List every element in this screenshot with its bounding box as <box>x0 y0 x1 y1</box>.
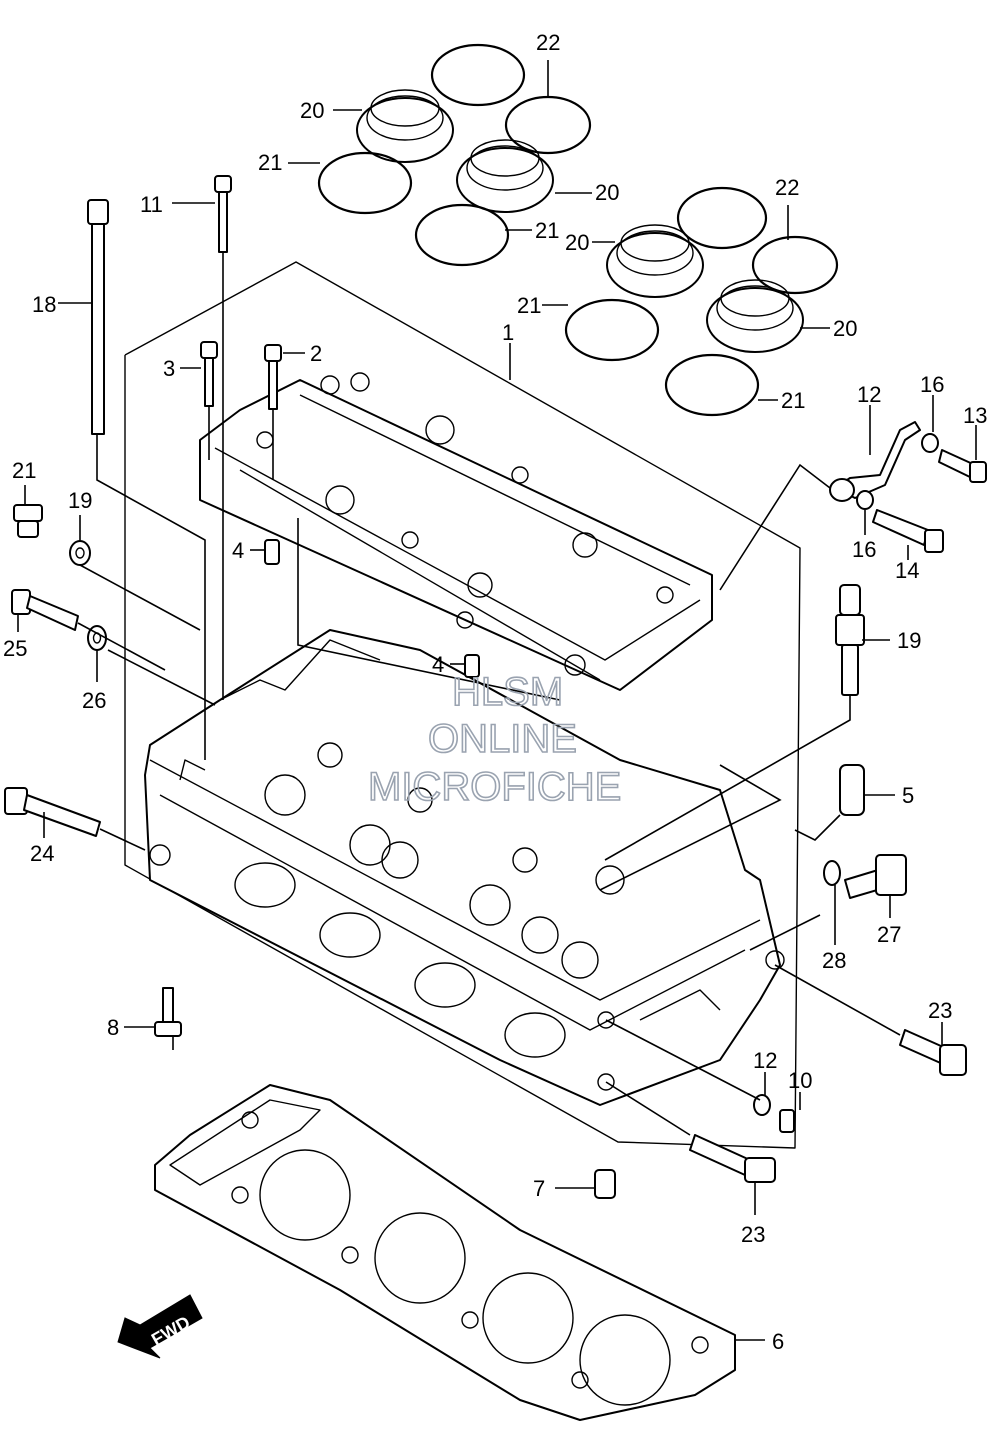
intake-boot-lower-right <box>706 279 804 353</box>
cam-housing <box>199 372 713 691</box>
intake-boot-lower-left <box>606 224 704 298</box>
spark-plug-19 <box>835 584 865 696</box>
callout-7: 7 <box>533 1176 545 1201</box>
callout-15: 14 <box>895 558 919 583</box>
callout-16-a: 16 <box>920 372 944 397</box>
dowel-pin-7 <box>594 1169 616 1199</box>
leader-lines <box>17 60 977 1341</box>
callout-14: 13 <box>963 403 987 428</box>
callout-5: 5 <box>902 783 914 808</box>
callout-21-a: 21 <box>258 150 282 175</box>
long-head-bolt-9 <box>87 199 109 435</box>
callout-19: 19 <box>897 628 921 653</box>
callout-24: 24 <box>30 841 54 866</box>
cylinder-head <box>144 629 785 1106</box>
bolt-10 <box>779 1109 795 1133</box>
pipe-13 <box>829 421 921 502</box>
bolt-23-lower <box>689 1134 776 1183</box>
callout-labels: 22 20 21 20 22 11 21 20 18 21 20 1 2 3 1… <box>3 30 987 1354</box>
callout-9: 18 <box>32 292 56 317</box>
head-gasket <box>154 1084 736 1421</box>
bolt-23-right <box>899 1029 967 1076</box>
callout-3: 3 <box>163 356 175 381</box>
callout-22-top: 22 <box>536 30 560 55</box>
callout-8: 8 <box>107 1015 119 1040</box>
washer-12 <box>753 1094 771 1116</box>
bolt-11 <box>214 175 232 253</box>
bolt-14 <box>938 449 987 483</box>
callout-17: 21 <box>12 458 36 483</box>
callout-11: 11 <box>140 192 163 217</box>
callout-21-d: 21 <box>781 388 805 413</box>
assembly-frame <box>124 261 801 1149</box>
clamps <box>317 43 839 417</box>
callout-26: 26 <box>82 688 106 713</box>
callout-28: 28 <box>822 948 846 973</box>
washer-16b <box>856 490 874 510</box>
bolt-24 <box>4 787 101 837</box>
watermark: HLSM ONLINE MICROFICHE <box>367 669 622 810</box>
washer-16a <box>921 433 939 453</box>
callout-4-b: 4 <box>432 652 444 677</box>
callout-10: 10 <box>788 1068 812 1093</box>
watermark-line-1: HLSM <box>452 670 563 714</box>
callout-21-b: 21 <box>535 218 559 243</box>
fwd-arrow-icon <box>117 1294 203 1359</box>
callout-6: 6 <box>772 1329 784 1354</box>
plug-17 <box>13 504 43 538</box>
callout-20-d: 20 <box>833 316 857 341</box>
callout-20-b: 20 <box>595 180 619 205</box>
callout-18: 19 <box>68 488 92 513</box>
dowel-pin-4b <box>464 654 480 678</box>
tappet-5 <box>839 764 865 816</box>
callout-23-lower: 23 <box>741 1222 765 1247</box>
callout-1: 1 <box>502 320 514 345</box>
callout-16-b: 16 <box>852 537 876 562</box>
bolt-3 <box>200 341 218 407</box>
callout-13: 12 <box>857 382 881 407</box>
dowel-pin-4a <box>264 539 280 565</box>
callout-25: 25 <box>3 636 27 661</box>
callout-27: 27 <box>877 922 901 947</box>
callout-22-mid: 22 <box>775 175 799 200</box>
callout-21-c: 21 <box>517 293 541 318</box>
bolt-15 <box>872 509 944 553</box>
callout-20-a: 20 <box>300 98 324 123</box>
fwd-arrow: FWD <box>117 1294 203 1359</box>
bolt-25 <box>11 589 79 631</box>
sensor-27 <box>844 854 907 899</box>
washer-18 <box>69 540 91 566</box>
intake-boot-upper-right <box>456 139 554 213</box>
callout-23-right: 23 <box>928 998 952 1023</box>
callout-2: 2 <box>310 341 322 366</box>
watermark-line-3: MICROFICHE <box>368 765 621 809</box>
callout-12: 12 <box>753 1048 777 1073</box>
watermark-line-2: ONLINE <box>428 717 577 761</box>
callout-20-c: 20 <box>565 230 589 255</box>
bolt-8 <box>154 987 182 1037</box>
intake-boot-upper-left <box>356 89 454 163</box>
callout-4-a: 4 <box>232 538 244 563</box>
washer-28 <box>823 860 841 886</box>
